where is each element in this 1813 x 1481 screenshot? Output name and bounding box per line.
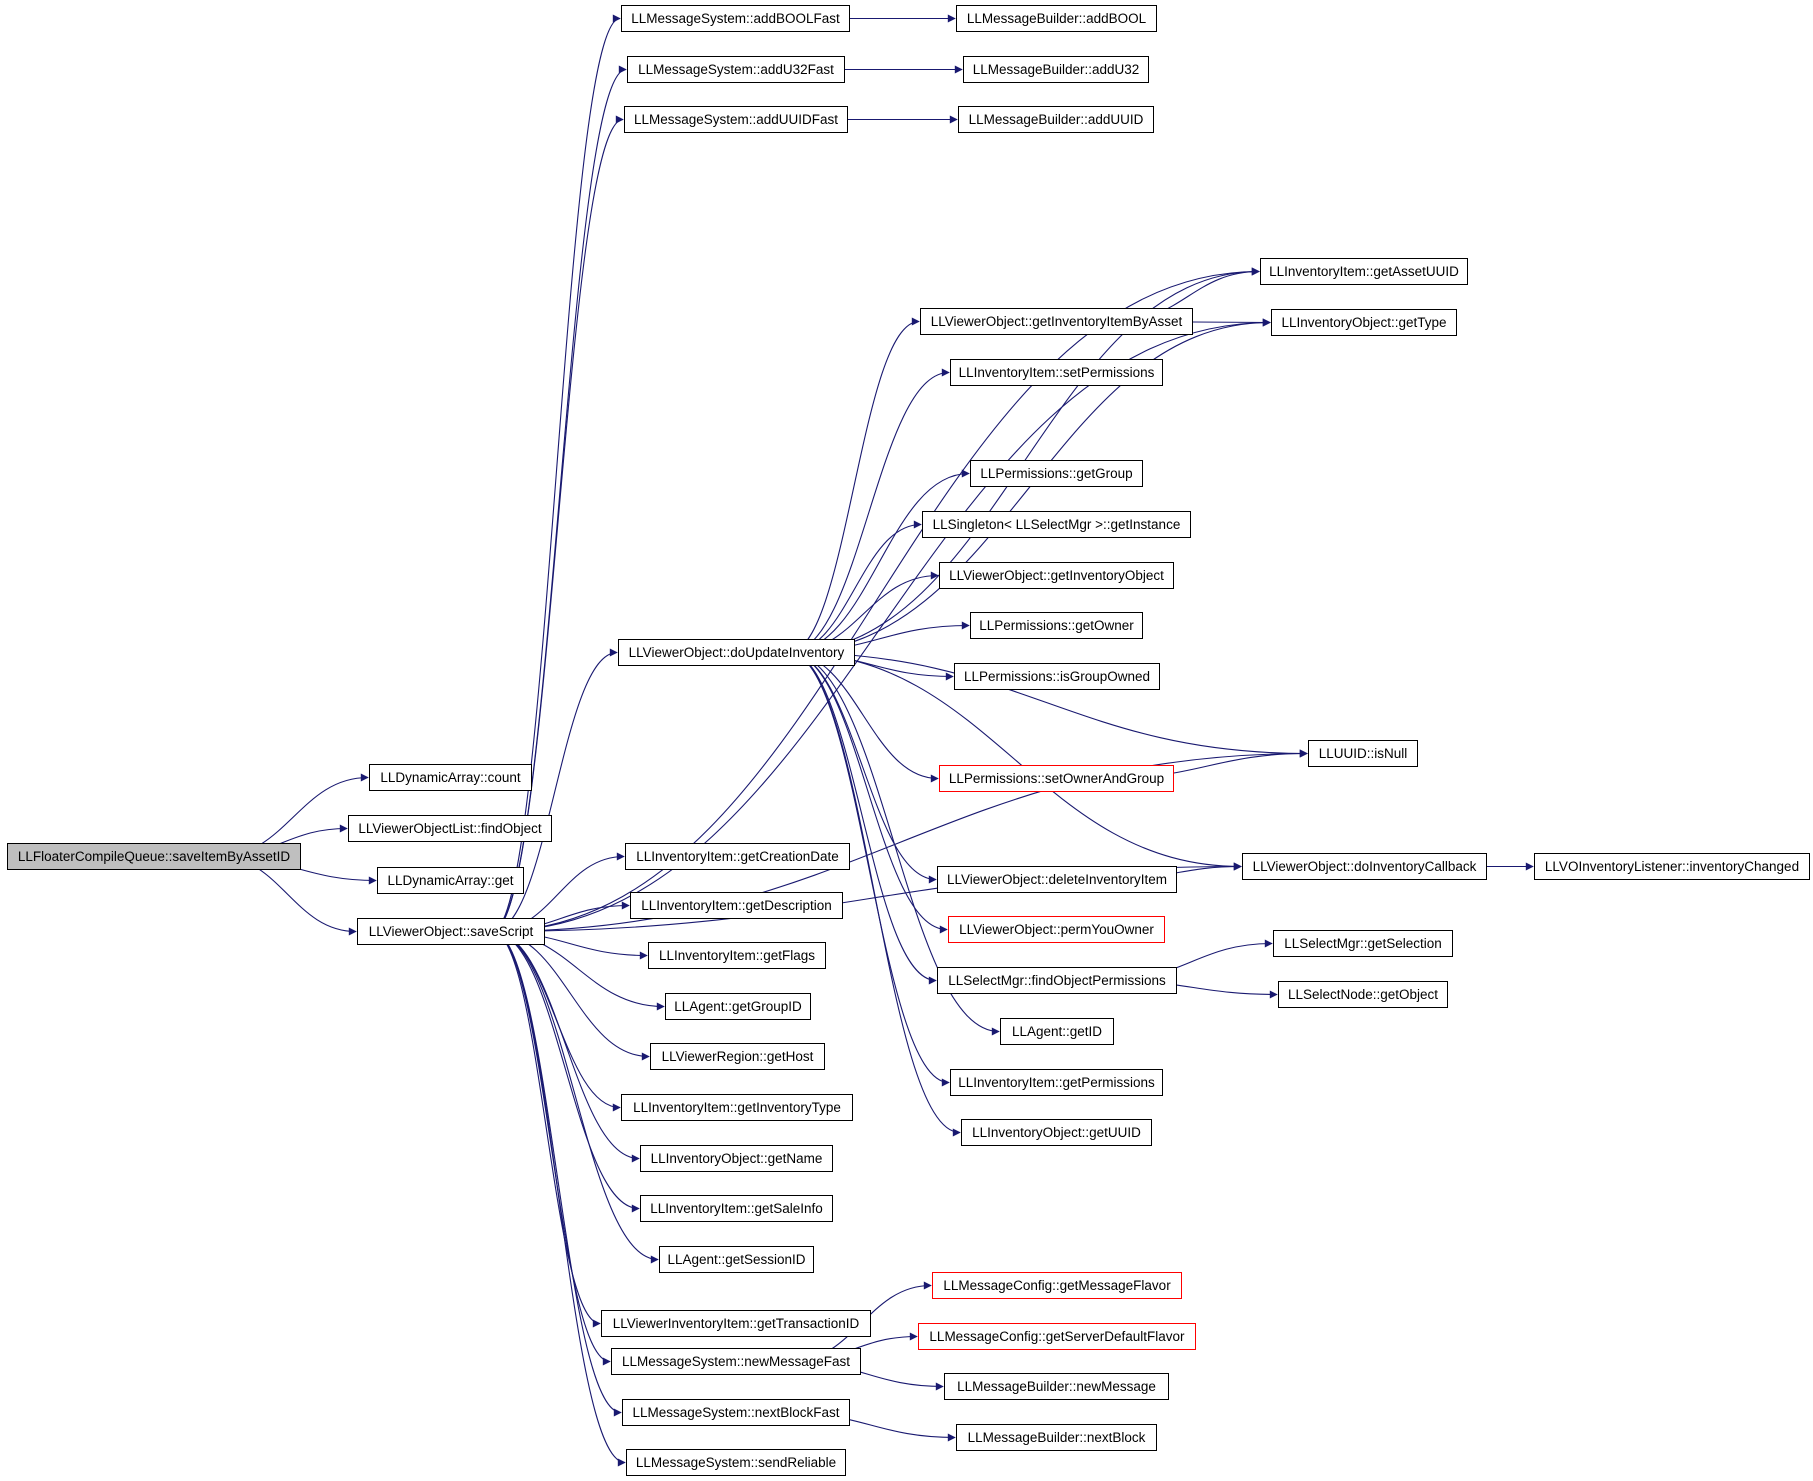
node-agent-getid[interactable]: LLAgent::getID [1000,1018,1114,1045]
node-getdescription[interactable]: LLInventoryItem::getDescription [630,892,843,919]
edge-savescript-to-isnull [492,749,1308,933]
node-getgroupid[interactable]: LLAgent::getGroupID [665,993,811,1020]
node-nextblockfast[interactable]: LLMessageSystem::nextBlockFast [622,1399,850,1426]
node-invchanged[interactable]: LLVOInventoryListener::inventoryChanged [1534,853,1810,880]
node-getuuid[interactable]: LLInventoryObject::getUUID [961,1119,1152,1146]
node-mb-addbool[interactable]: LLMessageBuilder::addBOOL [956,5,1157,32]
node-perm-getgroup[interactable]: LLPermissions::getGroup [970,460,1143,487]
node-getcreationdate[interactable]: LLInventoryItem::getCreationDate [625,843,850,870]
edge-doupdateinv-to-permyouowner [788,651,948,934]
node-newmsgfast[interactable]: LLMessageSystem::newMessageFast [611,1348,861,1375]
edge-doupdateinv-to-doinvcallback [788,651,1242,871]
edge-savescript-to-gettype [492,318,1271,933]
node-root: LLFloaterCompileQueue::saveItemByAssetID [7,843,301,870]
edge-doupdateinv-to-getuuid [788,651,961,1137]
node-getinvitembyasset[interactable]: LLViewerObject::getInventoryItemByAsset [920,308,1193,335]
node-doupdateinv[interactable]: LLViewerObject::doUpdateInventory [618,639,855,666]
edge-doupdateinv-to-findobjperms [788,651,937,985]
node-getname[interactable]: LLInventoryObject::getName [640,1145,833,1172]
edge-savescript-to-getsessionid [492,930,659,1264]
node-findobjperms[interactable]: LLSelectMgr::findObjectPermissions [937,967,1177,994]
node-selnode-getobj[interactable]: LLSelectNode::getObject [1278,981,1448,1008]
node-doinvcallback[interactable]: LLViewerObject::doInventoryCallback [1242,853,1487,880]
edge-savescript-to-addu32fast [492,65,627,933]
node-isgroupowned[interactable]: LLPermissions::isGroupOwned [954,663,1160,690]
node-addu32fast[interactable]: LLMessageSystem::addU32Fast [627,56,845,83]
edge-doupdateinv-to-getinvitembyasset [788,317,920,654]
edge-doupdateinv-to-isnull [788,651,1308,758]
node-setownerandgroup[interactable]: LLPermissions::setOwnerAndGroup [939,765,1174,792]
node-mb-addu32[interactable]: LLMessageBuilder::addU32 [963,56,1149,83]
edge-doupdateinv-to-gettype [788,318,1271,654]
edge-savescript-to-gethost [492,930,650,1061]
node-mb-adduuid[interactable]: LLMessageBuilder::addUUID [958,106,1154,133]
edge-savescript-to-sendreliable [492,930,626,1467]
node-mb-nextblock[interactable]: LLMessageBuilder::nextBlock [956,1424,1157,1451]
node-getassetuuid[interactable]: LLInventoryItem::getAssetUUID [1260,258,1468,285]
edge-savescript-to-doupdateinv [492,648,618,933]
edge-doupdateinv-to-setpermissions [788,368,950,654]
node-getsessionid[interactable]: LLAgent::getSessionID [659,1246,814,1273]
edge-savescript-to-adduuidfast [492,115,624,933]
node-singleton[interactable]: LLSingleton< LLSelectMgr >::getInstance [922,511,1191,538]
node-deleteinvitem[interactable]: LLViewerObject::deleteInventoryItem [937,866,1177,893]
node-getperms[interactable]: LLInventoryItem::getPermissions [950,1069,1163,1096]
edge-savescript-to-gettransid [492,930,601,1328]
node-perm-getowner[interactable]: LLPermissions::getOwner [970,612,1143,639]
node-setpermissions[interactable]: LLInventoryItem::setPermissions [950,359,1163,386]
node-dyncount[interactable]: LLDynamicArray::count [369,764,532,791]
node-findobj[interactable]: LLViewerObjectList::findObject [348,815,552,842]
node-getmsgflavor[interactable]: LLMessageConfig::getMessageFlavor [932,1272,1182,1299]
node-getserverflavor[interactable]: LLMessageConfig::getServerDefaultFlavor [918,1323,1196,1350]
node-gethost[interactable]: LLViewerRegion::getHost [650,1043,825,1070]
node-sendreliable[interactable]: LLMessageSystem::sendReliable [626,1449,846,1476]
node-getsaleinfo[interactable]: LLInventoryItem::getSaleInfo [640,1195,833,1222]
node-dynget[interactable]: LLDynamicArray::get [377,867,524,894]
node-getflags[interactable]: LLInventoryItem::getFlags [648,942,826,969]
node-mb-newmessage[interactable]: LLMessageBuilder::newMessage [944,1373,1169,1400]
node-gettype[interactable]: LLInventoryObject::getType [1271,309,1457,336]
edge-savescript-to-nextblockfast [492,930,622,1417]
edge-doupdateinv-to-agent-getid [788,651,1000,1036]
edge-savescript-to-getsaleinfo [492,930,640,1213]
edge-doupdateinv-to-setownerandgroup [788,651,939,783]
edge-savescript-to-addboolfast [492,14,621,933]
node-gettransid[interactable]: LLViewerInventoryItem::getTransactionID [601,1310,871,1337]
node-addboolfast[interactable]: LLMessageSystem::addBOOLFast [621,5,850,32]
node-getinvobject[interactable]: LLViewerObject::getInventoryObject [939,562,1174,589]
node-adduuidfast[interactable]: LLMessageSystem::addUUIDFast [624,106,848,133]
node-permyouowner[interactable]: LLViewerObject::permYouOwner [948,916,1165,943]
node-isnull[interactable]: LLUUID::isNull [1308,740,1418,767]
node-savescript[interactable]: LLViewerObject::saveScript [357,918,545,945]
edge-savescript-to-getname [492,930,640,1163]
node-getinvtype[interactable]: LLInventoryItem::getInventoryType [621,1094,853,1121]
node-getselection[interactable]: LLSelectMgr::getSelection [1273,930,1453,957]
